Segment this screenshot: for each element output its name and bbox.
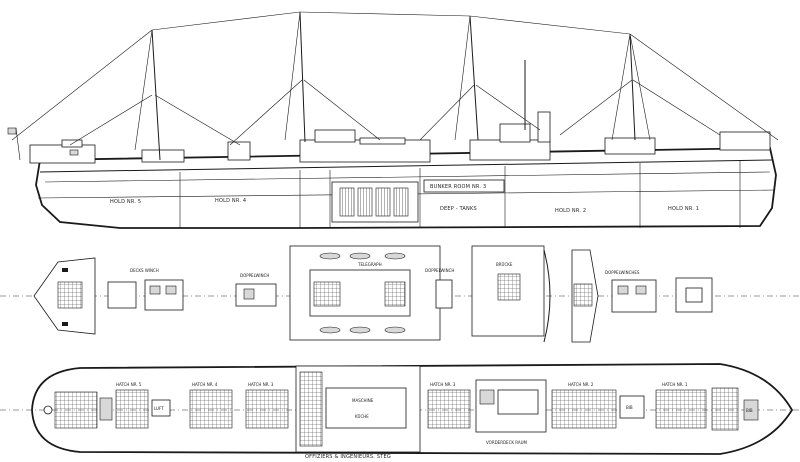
bunker-room-box — [423, 179, 505, 193]
masts — [151, 11, 636, 161]
winch-aft-label: DECKS WINCH — [130, 268, 159, 273]
hatch-label-3a: HATCH NR. 3 — [248, 382, 274, 387]
hold-label-1: HOLD NR. 1 — [668, 206, 699, 212]
stern-cabins — [43, 391, 113, 429]
bunker-room-label: BUNKER ROOM NR. 3 — [430, 184, 486, 190]
hold-label-5: HOLD NR. 5 — [110, 199, 141, 205]
winch-fwd-a — [611, 279, 657, 313]
boilers — [339, 187, 409, 217]
deep-tanks-label: DEEP - TANKS — [440, 206, 477, 212]
midship-superstructure — [299, 111, 551, 163]
small-room-4-label: BIB — [746, 408, 753, 413]
fwd-room-label: VORDERDECK RAUM — [486, 440, 528, 445]
winch-fwd-label: DOPPELWINCHES — [605, 270, 640, 275]
bulkheads — [179, 160, 741, 228]
hatch-label-3: HATCH NR. 3 — [430, 382, 456, 387]
galley-label: KÜCHE — [355, 414, 369, 419]
wheelhouse-label: TELEGRAPH — [357, 262, 382, 267]
small-room-1 — [151, 399, 171, 417]
chartroom-label: BRÜCKE — [496, 262, 513, 267]
hatch-label-5: HATCH NR. 5 — [116, 382, 142, 387]
hull-plan-outline — [31, 363, 794, 455]
hatch-4 — [189, 389, 233, 429]
forecastle-plan: BIB — [711, 387, 759, 431]
hatch-3a — [245, 389, 289, 429]
poop-deck-house — [29, 139, 96, 164]
winch-3-box — [435, 279, 453, 309]
winch-aft-box — [107, 281, 137, 309]
hatch-5 — [115, 389, 149, 429]
winch-aft-double — [144, 279, 184, 311]
upper-deck-plan: DECKS WINCH DOPPELWINCH TELEGRAPH DOPPEL… — [0, 245, 800, 343]
aft-deck-house — [141, 141, 251, 163]
hold-label-4: HOLD NR. 4 — [215, 198, 246, 204]
hatch-label-2: HATCH NR. 2 — [568, 382, 594, 387]
engine-room-plan — [325, 387, 407, 429]
hold-label-2: HOLD NR. 2 — [555, 208, 586, 214]
small-room-3-label: BIB — [626, 405, 633, 410]
winch-2-box — [235, 283, 277, 307]
hatch-label-4: HATCH NR. 4 — [192, 382, 218, 387]
lower-deck-plan: HATCH NR. 5 LUFT HATCH NR. 4 HATCH NR. 3… — [0, 363, 800, 460]
rigging — [11, 11, 779, 151]
bottom-label: OFFIZIERS & INGENIEURS. STEG — [305, 454, 391, 460]
tween-deck-line — [44, 171, 771, 183]
main-deck-line — [39, 159, 773, 173]
winch-2-label: DOPPELWINCH — [240, 273, 269, 278]
engine-label: MASCHINE — [352, 398, 374, 403]
stern-flag-icon — [7, 127, 17, 135]
hatch-1 — [655, 389, 707, 429]
forecastle-house — [604, 131, 771, 155]
side-elevation: BUNKER ROOM NR. 3 DEEP - TANKS HOLD NR. … — [7, 11, 779, 229]
small-room-1-label: LUFT — [154, 406, 164, 411]
hatch-label-1: HATCH NR. 1 — [662, 382, 688, 387]
hatch-3 — [427, 389, 471, 429]
small-room-3 — [619, 395, 645, 419]
hatch-2 — [551, 389, 617, 429]
winch-3-label: DOPPELWINCH — [425, 268, 454, 273]
